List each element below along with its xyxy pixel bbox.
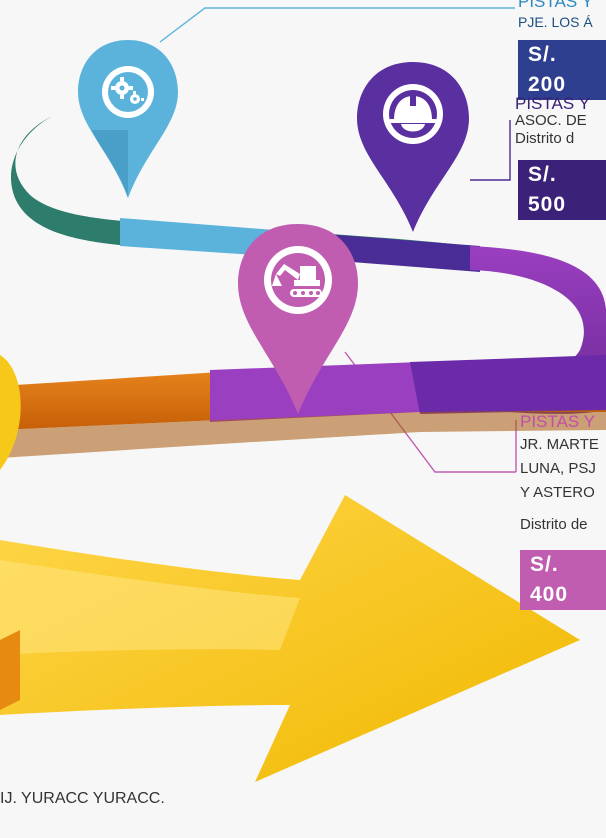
item2-line1: ASOC. DE bbox=[515, 112, 587, 129]
item3-line3: Y ASTERO bbox=[520, 484, 595, 501]
item1-address: PJE. LOS Á bbox=[518, 14, 593, 30]
map-pin-excavator bbox=[238, 224, 358, 414]
bottom-address-text: IJ. YURACC YURACC. bbox=[0, 790, 165, 807]
road-ribbon-middle-purple bbox=[210, 362, 420, 422]
big-yellow-arrow bbox=[0, 495, 580, 782]
item2-line2: Distrito d bbox=[515, 130, 575, 147]
road-ribbon-top-indigo bbox=[300, 232, 480, 272]
item1-price-badge: S/. 200 bbox=[518, 40, 606, 100]
item3-title: PISTAS Y bbox=[520, 412, 595, 431]
road-ribbon-middle-edge bbox=[0, 410, 606, 458]
map-pin-hard-hat bbox=[357, 62, 469, 232]
item2-title: PISTAS Y bbox=[515, 94, 590, 113]
item3-price-badge: S/. 400 bbox=[520, 550, 606, 610]
arrow-shine bbox=[0, 560, 300, 655]
map-pin-gears bbox=[78, 40, 178, 198]
excavator-icon bbox=[272, 264, 322, 297]
arrow-orange-tail bbox=[0, 630, 20, 710]
gears-icon bbox=[111, 77, 144, 104]
yellow-circle-edge bbox=[0, 355, 21, 470]
item2-price-badge: S/. 500 bbox=[518, 160, 606, 220]
item1-title: PISTAS Y bbox=[518, 0, 593, 11]
item3-line4: Distrito de bbox=[520, 516, 588, 533]
item3-line2: LUNA, PSJ bbox=[520, 460, 596, 477]
road-ribbon-middle-indigo bbox=[410, 355, 606, 414]
item3-line1: JR. MARTE bbox=[520, 436, 599, 453]
hard-hat-icon bbox=[389, 96, 437, 132]
